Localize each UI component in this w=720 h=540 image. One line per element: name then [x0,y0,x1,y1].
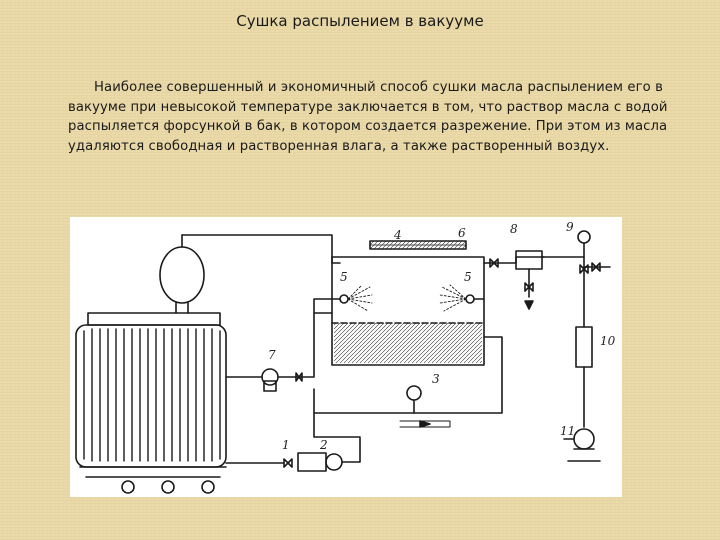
vacuum-tank [331,240,485,366]
nozzle-right [439,284,475,312]
drying-scheme-diagram: 7 1 2 3 4 5 5 6 8 9 10 11 [75,220,616,494]
vacuum-pump-11 [567,428,601,462]
label-7: 7 [268,348,276,362]
condenser-8 [515,250,543,270]
vacuum-gauge-9 [577,230,591,244]
label-2: 2 [319,438,328,452]
supply-pipe-top [181,234,341,264]
valve-1 [283,458,293,468]
nozzle-left [339,284,373,312]
label-5-left: 5 [340,270,348,284]
filter-1 [297,452,327,472]
label-1: 1 [282,438,290,452]
label-5-right: 5 [464,270,472,284]
label-6: 6 [458,226,466,240]
transformer [75,312,227,494]
pump-7 [261,368,279,392]
label-8: 8 [510,222,518,236]
valve-after-pump [295,372,303,382]
conservator-tank [159,234,205,314]
slide-title: Сушка распылением в вакууме [236,12,484,30]
heater-2 [325,453,343,471]
pump-to-tank-pipe [295,312,333,378]
label-11: 11 [560,424,575,438]
label-3: 3 [432,372,440,386]
trap-10 [575,326,593,368]
label-4: 4 [393,228,402,242]
return-line [313,336,503,414]
label-9: 9 [566,220,574,234]
slide-paragraph: Наиболее совершенный и экономичный спосо… [68,80,668,154]
nozzle-feed-left [313,298,341,314]
gauge-3 [406,385,422,401]
drying-scheme-figure: 7 1 2 3 4 5 5 6 8 9 10 11 [70,217,622,497]
label-10: 10 [600,334,616,348]
